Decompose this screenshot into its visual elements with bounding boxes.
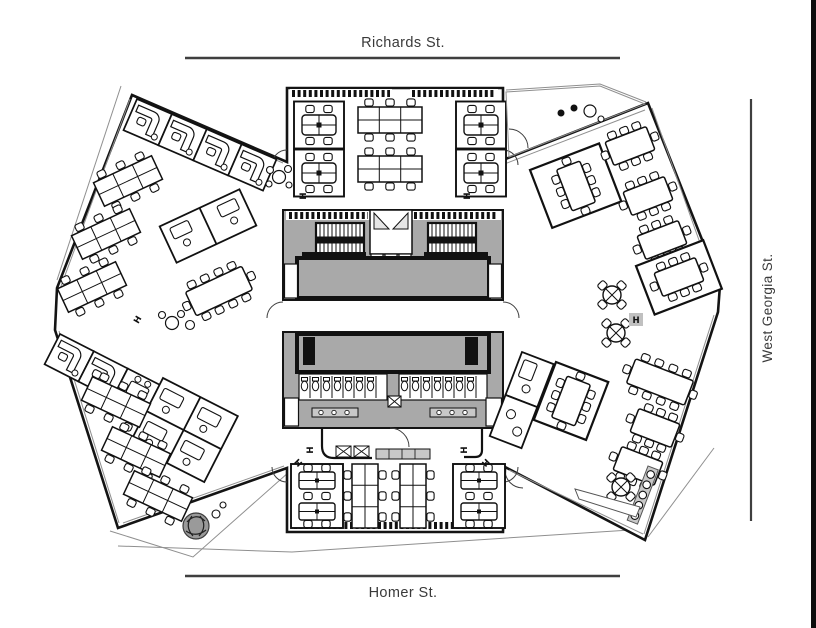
core-corner-room (487, 263, 503, 299)
bench-desks (358, 148, 422, 190)
street-label-richards: Richards St. (361, 35, 445, 51)
pouf-seating (157, 309, 196, 331)
wing-south-west (45, 309, 240, 540)
stool (219, 501, 227, 509)
bench-desks (344, 464, 386, 528)
pouf-seating (265, 164, 293, 189)
workstation-pod (456, 102, 506, 149)
core-wall (465, 337, 478, 365)
central-core-lower (282, 331, 504, 429)
core-upper-room (295, 256, 491, 300)
workstation-pod (453, 464, 505, 528)
workstation-pod (291, 464, 343, 528)
bench-desks (392, 464, 434, 528)
street-label-homer: Homer St. (369, 585, 438, 601)
wing-south (291, 464, 505, 530)
sink-counter-left (311, 407, 359, 418)
street-west-georgia: West Georgia St. (749, 99, 775, 521)
street-label-west-georgia: West Georgia St. (760, 254, 775, 363)
core-wall (303, 337, 315, 365)
locker-band (292, 521, 496, 530)
elevator-lobby (369, 209, 413, 255)
reception-bench (574, 488, 641, 518)
bench-desks (358, 99, 422, 141)
hose-cabinet-markers: H H H H H H H H (132, 192, 643, 470)
locker-band (290, 89, 392, 98)
workstation-pod (294, 102, 344, 149)
sink-counter-right (429, 407, 477, 418)
site-lines (56, 83, 715, 558)
hose-cabinet-icon: H (632, 316, 639, 326)
hose-cabinet-icon: H (463, 192, 473, 199)
image-right-border (811, 0, 816, 628)
locker-band (412, 211, 501, 220)
workstation-pod (294, 150, 344, 197)
focus-rooms (488, 350, 555, 450)
wing-north-east (505, 85, 724, 348)
stool (211, 509, 221, 519)
washrooms-right (398, 373, 488, 401)
kitchenette (320, 427, 484, 460)
hydrant-marker: H (629, 313, 643, 326)
central-core-upper (282, 209, 504, 301)
janitor-closet (387, 395, 402, 408)
street-homer: Homer St. (185, 574, 620, 601)
wing-north-west (54, 99, 293, 327)
office-pair (158, 188, 258, 264)
hose-cabinet-icon: H (460, 446, 470, 453)
hose-cabinet-icon: H (132, 314, 144, 325)
core-lower-room (295, 332, 491, 374)
stairwell-right (426, 221, 478, 259)
wing-south-east (488, 348, 704, 525)
workstation-pod (456, 150, 506, 197)
hose-cabinet-icon: H (306, 446, 316, 453)
core-corner-room (283, 397, 300, 427)
core-corner-room (283, 263, 299, 299)
wing-north (290, 89, 506, 197)
hose-cabinet-icon: H (299, 192, 309, 199)
entry-vestibule (505, 85, 647, 158)
washrooms-left (298, 373, 388, 401)
plant-icon (182, 512, 210, 540)
stairwell-left (314, 221, 366, 259)
street-richards: Richards St. (185, 35, 620, 60)
